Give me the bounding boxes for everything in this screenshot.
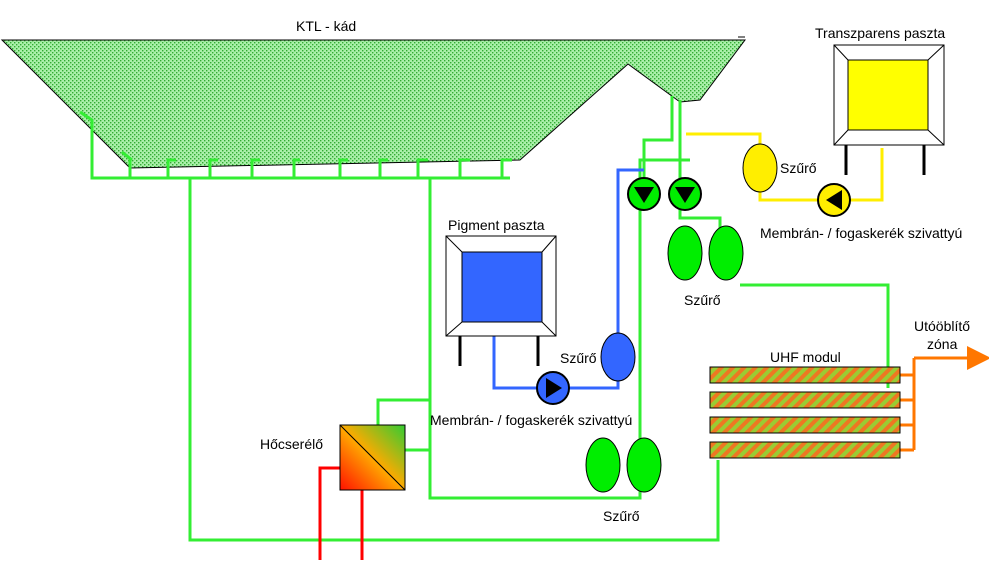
right-pump-label: Membrán- / fogaskerék szivattyú: [760, 225, 963, 241]
pump-icon: [536, 371, 570, 405]
ktl-tank: [0, 36, 746, 169]
green-filter-icon: [626, 437, 662, 493]
pump-icon: [627, 177, 661, 211]
green-piping: [79, 96, 890, 542]
blue-filter-label: Szűrő: [560, 350, 597, 366]
tank-label: KTL - kád: [296, 18, 357, 34]
green-filter-icon: [708, 225, 744, 281]
transparent-paste-container: [833, 44, 945, 175]
transparent-paste-label: Transzparens paszta: [815, 25, 946, 41]
heat-exchanger-icon: [339, 424, 406, 491]
upper-green-filter-label: Szűrő: [684, 292, 721, 308]
rinse-zone-label-line2: zóna: [927, 336, 958, 352]
pigment-paste-label: Pigment paszta: [448, 217, 545, 233]
pump-icon: [817, 183, 851, 217]
yellow-filter-label: Szűrő: [780, 160, 817, 176]
uhf-module-label: UHF modul: [770, 349, 841, 365]
center-pump-label: Membrán- / fogaskerék szivattyú: [430, 412, 633, 428]
orange-piping: [900, 346, 989, 452]
blue-piping: [492, 168, 644, 390]
green-filter-icon: [667, 225, 703, 281]
red-piping: [318, 466, 364, 560]
lower-green-filter-label: Szűrő: [603, 508, 640, 524]
yellow-filter-icon: [742, 143, 778, 193]
rinse-zone-label-line1: Utóöblítő: [914, 318, 971, 334]
pigment-paste-container: [445, 235, 557, 366]
green-filter-icon: [585, 437, 621, 493]
uhf-module-stack: [709, 366, 901, 459]
blue-filter-icon: [600, 332, 636, 382]
heat-exchanger-label: Hőcserélő: [260, 436, 324, 452]
pump-icon: [668, 177, 702, 211]
